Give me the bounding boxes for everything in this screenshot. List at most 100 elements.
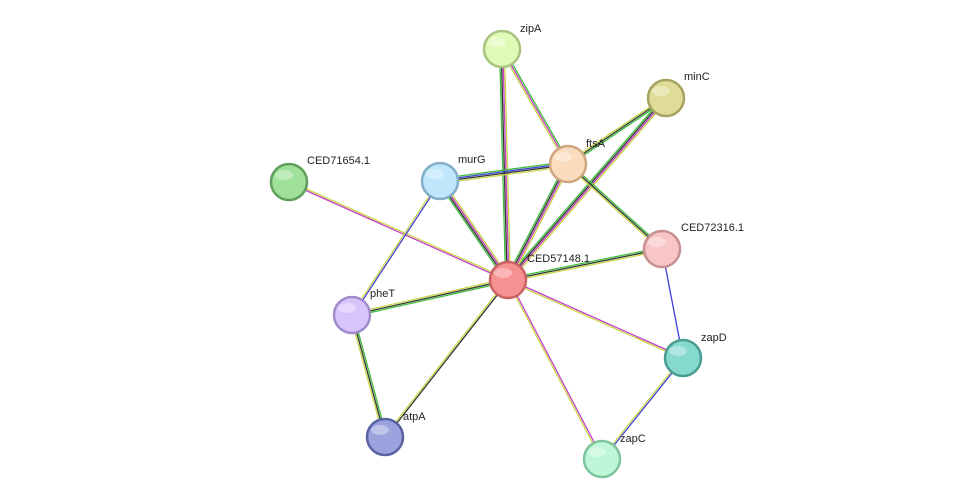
node-label: minC xyxy=(684,71,710,83)
edge-evidence-line xyxy=(507,246,662,280)
edge-evidence-line xyxy=(351,279,509,316)
node-zapD[interactable]: zapD xyxy=(663,332,727,378)
node-label: pheT xyxy=(370,288,395,300)
edge-evidence-line xyxy=(509,99,669,282)
node-circle[interactable] xyxy=(482,29,522,69)
edge-CED57148.1-murG[interactable] xyxy=(437,179,511,282)
node-circle[interactable] xyxy=(269,162,309,202)
edge-evidence-line xyxy=(289,180,509,280)
node-circle[interactable] xyxy=(582,439,622,479)
node-CED72316.1[interactable]: CED72316.1 xyxy=(642,222,744,269)
node-highlight xyxy=(648,237,666,247)
node-highlight xyxy=(275,170,293,180)
edge-evidence-line xyxy=(351,277,508,315)
edge-evidence-line xyxy=(505,96,665,279)
node-atpA[interactable]: atpA xyxy=(365,411,426,457)
edge-evidence-line xyxy=(602,358,685,460)
edge-evidence-line xyxy=(500,49,508,281)
edge-CED57148.1-pheT[interactable] xyxy=(351,277,509,318)
edge-evidence-line xyxy=(385,280,510,438)
node-highlight xyxy=(554,152,572,162)
edge-pheT-atpA[interactable] xyxy=(349,314,388,438)
node-label: CED71654.1 xyxy=(307,155,370,167)
edge-zipA-ftsA[interactable] xyxy=(500,47,570,166)
edge-evidence-line xyxy=(506,280,602,460)
node-minC[interactable]: minC xyxy=(646,71,710,118)
edge-murG-ftsA[interactable] xyxy=(439,160,569,185)
node-highlight xyxy=(338,303,356,313)
edge-evidence-line xyxy=(600,357,683,459)
edge-minC-ftsA[interactable] xyxy=(566,96,668,166)
edge-evidence-line xyxy=(437,181,507,282)
edge-evidence-line xyxy=(441,179,511,280)
node-circle[interactable] xyxy=(642,229,682,269)
edge-evidence-line xyxy=(502,47,570,164)
node-layer: CED57148.1 zipA minC ftsA murG CED71654.1CED7… xyxy=(269,23,744,479)
edge-evidence-line xyxy=(352,181,442,316)
node-ftsA[interactable]: ftsA xyxy=(548,138,606,184)
edge-evidence-line xyxy=(440,165,569,185)
node-circle[interactable] xyxy=(488,260,528,300)
edge-evidence-line xyxy=(352,314,388,437)
node-highlight xyxy=(426,169,444,179)
node-label: murG xyxy=(458,154,486,166)
node-highlight xyxy=(488,37,506,47)
node-label: zapC xyxy=(620,433,646,445)
node-highlight xyxy=(588,447,606,457)
edge-evidence-line xyxy=(352,280,509,318)
edge-evidence-line xyxy=(503,48,512,280)
edge-evidence-line xyxy=(501,48,569,165)
edge-evidence-line xyxy=(439,160,568,180)
edge-evidence-line xyxy=(567,97,667,165)
edge-evidence-line xyxy=(566,164,662,251)
node-label: ftsA xyxy=(586,138,606,150)
edge-CED57148.1-zapD[interactable] xyxy=(507,278,684,360)
node-pheT[interactable]: pheT xyxy=(332,288,395,335)
edge-evidence-line xyxy=(439,162,568,181)
edge-CED57148.1-atpA[interactable] xyxy=(383,279,510,438)
edge-evidence-line xyxy=(508,279,604,459)
edge-layer xyxy=(288,47,685,460)
node-CED57148.1[interactable]: CED57148.1 xyxy=(488,253,590,300)
edge-evidence-line xyxy=(288,182,508,282)
node-zipA[interactable]: zipA xyxy=(482,23,542,69)
node-zapC[interactable]: zapC xyxy=(582,433,646,479)
node-highlight xyxy=(494,268,512,278)
node-circle[interactable] xyxy=(548,144,588,184)
node-highlight xyxy=(652,86,670,96)
edge-evidence-line xyxy=(438,181,508,281)
edge-evidence-line xyxy=(567,163,663,250)
edge-evidence-line xyxy=(502,48,510,280)
edge-evidence-line xyxy=(506,163,568,280)
edge-ftsA-CED72316.1[interactable] xyxy=(566,162,664,251)
edge-CED57148.1-zapC[interactable] xyxy=(506,279,604,460)
node-circle[interactable] xyxy=(365,417,405,457)
edge-evidence-line xyxy=(566,96,666,164)
node-label: zipA xyxy=(520,23,542,35)
edge-evidence-line xyxy=(383,279,508,437)
node-circle[interactable] xyxy=(663,338,703,378)
edge-CED57148.1-CED71654.1[interactable] xyxy=(288,180,509,282)
edge-evidence-line xyxy=(440,180,510,280)
edge-CED57148.1-zipA[interactable] xyxy=(498,48,512,281)
edge-evidence-line xyxy=(349,315,385,438)
edge-evidence-line xyxy=(568,98,668,166)
node-CED71654.1[interactable]: CED71654.1 xyxy=(269,155,370,202)
node-circle[interactable] xyxy=(332,295,372,335)
edge-CED57148.1-CED72316.1[interactable] xyxy=(507,246,663,283)
edge-zapD-zapC[interactable] xyxy=(600,357,685,460)
node-circle[interactable] xyxy=(420,161,460,201)
edge-murG-pheT[interactable] xyxy=(350,180,442,316)
edge-evidence-line xyxy=(505,162,567,280)
node-circle[interactable] xyxy=(646,78,686,118)
edge-evidence-line xyxy=(507,248,663,281)
edge-evidence-line xyxy=(500,49,568,166)
edge-CED57148.1-ftsA[interactable] xyxy=(505,162,571,282)
edge-evidence-line xyxy=(568,162,664,249)
edge-evidence-line xyxy=(506,97,666,280)
node-highlight xyxy=(371,425,389,435)
edge-evidence-line xyxy=(508,249,663,283)
node-murG[interactable]: murG xyxy=(420,154,486,201)
edge-CED57148.1-minC[interactable] xyxy=(505,96,669,282)
